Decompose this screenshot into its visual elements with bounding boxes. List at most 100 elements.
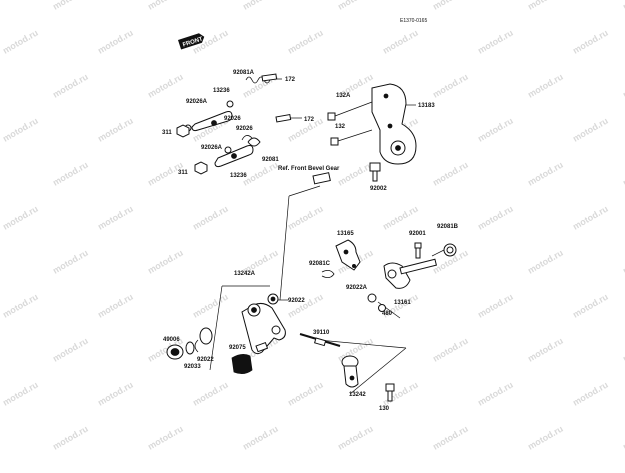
label-13165: 13165 <box>337 231 354 237</box>
watermark-text: motod.ru <box>1 204 40 232</box>
watermark-text: motod.ru <box>336 424 375 452</box>
label-92026-top: 92026 <box>224 116 241 122</box>
label-92081a: 92081A <box>233 70 255 76</box>
watermark-text: motod.ru <box>51 336 90 364</box>
washer-large <box>200 328 212 344</box>
watermark-text: motod.ru <box>621 336 625 364</box>
watermark-text: motod.ru <box>51 0 90 12</box>
watermark-text: motod.ru <box>571 204 610 232</box>
watermark-text: motod.ru <box>241 424 280 452</box>
arm-hole-top <box>212 121 217 126</box>
bushing-49006 <box>167 345 183 359</box>
watermark-text: motod.ru <box>286 292 325 320</box>
watermark-text: motod.ru <box>571 28 610 56</box>
label-480: 480 <box>382 311 393 317</box>
lever-13242 <box>342 356 358 387</box>
watermark-text: motod.ru <box>476 116 515 144</box>
watermark-text: motod.ru <box>476 204 515 232</box>
washer-92022-lower <box>186 342 194 354</box>
shaft-13161 <box>384 259 436 288</box>
pin-172-lower <box>276 115 291 122</box>
label-13236-top: 13236 <box>213 88 230 94</box>
label-13183: 13183 <box>418 103 435 109</box>
label-13236-lower: 13236 <box>230 173 247 179</box>
watermark-text: motod.ru <box>431 160 470 188</box>
watermark-text: motod.ru <box>621 72 625 100</box>
label-92081: 92081 <box>262 157 279 163</box>
watermark-text: motod.ru <box>476 28 515 56</box>
washer-92026-top <box>227 101 233 107</box>
bracket-hole-mid <box>388 124 392 128</box>
arm-hole-lower <box>232 154 237 159</box>
watermark-text: motod.ru <box>431 72 470 100</box>
watermark-text: motod.ru <box>381 28 420 56</box>
label-92001: 92001 <box>409 231 426 237</box>
spring-92081 <box>248 138 260 146</box>
watermark-text: motod.ru <box>96 116 135 144</box>
bolt-92002 <box>370 163 380 181</box>
watermark-text: motod.ru <box>526 0 565 12</box>
label-172-top: 172 <box>285 77 296 83</box>
label-92026a-top: 92026A <box>186 99 208 105</box>
watermark-text: motod.ru <box>1 292 40 320</box>
watermark-text: motod.ru <box>241 0 280 12</box>
watermark-text: motod.ru <box>96 28 135 56</box>
watermark-text: motod.ru <box>51 424 90 452</box>
watermark-text: motod.ru <box>96 204 135 232</box>
watermark-text: motod.ru <box>526 248 565 276</box>
watermark-text: motod.ru <box>431 424 470 452</box>
watermark-text: motod.ru <box>336 160 375 188</box>
label-92081c: 92081C <box>309 261 331 267</box>
label-92081b: 92081B <box>437 224 459 230</box>
washer-92026-lower <box>225 147 231 153</box>
washer-92022a <box>368 294 376 302</box>
watermark-text: motod.ru <box>571 292 610 320</box>
watermark-text: motod.ru <box>191 292 230 320</box>
label-92033: 92033 <box>184 364 201 370</box>
label-311-top: 311 <box>162 130 172 136</box>
nut-311-lower <box>195 162 207 174</box>
watermark-text: motod.ru <box>526 72 565 100</box>
watermark-text: motod.ru <box>1 28 40 56</box>
label-92026a-lower: 92026A <box>201 145 223 151</box>
bracket-hole-top <box>384 94 388 98</box>
label-49006: 49006 <box>163 337 180 343</box>
bolt-132 <box>331 130 372 145</box>
label-172-lower: 172 <box>304 117 315 123</box>
clip-92081c <box>322 270 334 277</box>
watermark-text: motod.ru <box>621 160 625 188</box>
diagram-code: E1370-0165 <box>400 18 427 24</box>
watermark-text: motod.ru <box>286 380 325 408</box>
circlip-92033 <box>195 340 198 352</box>
watermark-text: motod.ru <box>381 204 420 232</box>
watermark-text: motod.ru <box>286 28 325 56</box>
watermark-text: motod.ru <box>1 116 40 144</box>
label-92002: 92002 <box>370 186 387 192</box>
bolt-132a <box>328 102 372 120</box>
label-92022-lower: 92022 <box>197 357 214 363</box>
spring-92081b <box>432 244 456 256</box>
watermark-text: motod.ru <box>431 0 470 12</box>
label-13161: 13161 <box>394 300 411 306</box>
label-13242a: 13242A <box>234 271 256 277</box>
label-92026-mid: 92026 <box>236 126 253 132</box>
watermark-text: motod.ru <box>526 160 565 188</box>
watermark-text: motod.ru <box>476 380 515 408</box>
watermark-text: motod.ru <box>431 336 470 364</box>
watermark-text: motod.ru <box>476 292 515 320</box>
label-132a: 132A <box>336 93 351 99</box>
watermark-text: motod.ru <box>526 424 565 452</box>
watermark-text: motod.ru <box>191 204 230 232</box>
watermark-text: motod.ru <box>146 72 185 100</box>
spring-92001 <box>415 243 421 258</box>
upper-linkage-group <box>177 74 302 174</box>
watermark-text: motod.ru <box>146 0 185 12</box>
label-92022a: 92022A <box>346 285 368 291</box>
watermark-text: motod.ru <box>146 424 185 452</box>
watermark-text: motod.ru <box>336 0 375 12</box>
nut-311-top <box>177 125 189 137</box>
watermark-text: motod.ru <box>571 380 610 408</box>
label-130: 130 <box>379 406 390 412</box>
